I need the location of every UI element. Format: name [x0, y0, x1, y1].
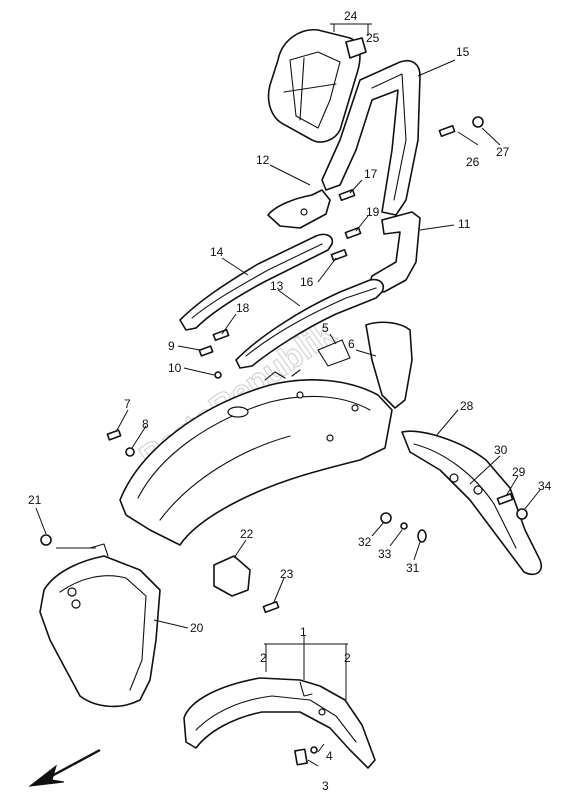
- splash-guard-edge: [59, 575, 147, 691]
- side-panel: [365, 321, 413, 409]
- direction-arrow-icon: [28, 748, 101, 787]
- callout-21: 21: [28, 493, 42, 507]
- callout-labels: 24 25 15 26 27 12 17 19 11 14 16 13 18 5…: [28, 9, 552, 793]
- leader-lines: [35, 23, 541, 767]
- backrest-bracket: [267, 189, 331, 229]
- splash-tab: [89, 543, 109, 557]
- callout-4: 4: [326, 749, 333, 763]
- callout-20: 20: [190, 621, 204, 635]
- front-fender: [183, 677, 376, 769]
- callout-17: 17: [364, 167, 378, 181]
- clamp-block: [213, 555, 251, 597]
- callout-18: 18: [236, 301, 250, 315]
- callout-34: 34: [538, 479, 552, 493]
- plate-5: [317, 339, 351, 367]
- bracket-25: [345, 37, 367, 59]
- callout-7: 7: [124, 397, 131, 411]
- callout-2a: 2: [260, 651, 267, 665]
- callout-26: 26: [466, 155, 480, 169]
- grab-bar-upper: [179, 233, 334, 331]
- callout-12: 12: [256, 153, 270, 167]
- callout-24: 24: [344, 9, 358, 23]
- callout-28: 28: [460, 399, 474, 413]
- callout-6: 6: [348, 337, 355, 351]
- splash-hole-1: [67, 587, 77, 597]
- backrest-frame: [321, 60, 421, 216]
- callout-10: 10: [168, 361, 182, 375]
- ext-hole-2: [473, 485, 483, 495]
- callout-33: 33: [378, 547, 392, 561]
- backrest-pad: [267, 29, 361, 143]
- callout-31: 31: [406, 561, 420, 575]
- callout-14: 14: [210, 245, 224, 259]
- grab-bar-lower: [235, 278, 385, 369]
- callout-30: 30: [494, 443, 508, 457]
- callout-32: 32: [358, 535, 372, 549]
- callout-13: 13: [270, 279, 284, 293]
- callout-15: 15: [456, 45, 470, 59]
- callout-25: 25: [366, 31, 380, 45]
- bracket-hole: [300, 208, 308, 216]
- callout-29: 29: [512, 465, 526, 479]
- callout-1: 1: [300, 625, 307, 639]
- bolt-group: [40, 116, 528, 766]
- fender-extension: [401, 430, 542, 576]
- ext-hole-1: [449, 473, 459, 483]
- callout-11: 11: [458, 217, 471, 231]
- callout-23: 23: [280, 567, 294, 581]
- callout-3: 3: [322, 779, 329, 793]
- callout-27: 27: [496, 145, 510, 159]
- splash-guard: [39, 555, 161, 708]
- callout-16: 16: [300, 275, 314, 289]
- callout-2b: 2: [344, 651, 351, 665]
- callout-9: 9: [168, 339, 175, 353]
- callout-19: 19: [366, 205, 380, 219]
- callout-5: 5: [322, 321, 329, 335]
- rear-fender: [119, 369, 393, 546]
- splash-hole-2: [71, 599, 81, 609]
- callout-8: 8: [142, 417, 149, 431]
- callout-22: 22: [240, 527, 254, 541]
